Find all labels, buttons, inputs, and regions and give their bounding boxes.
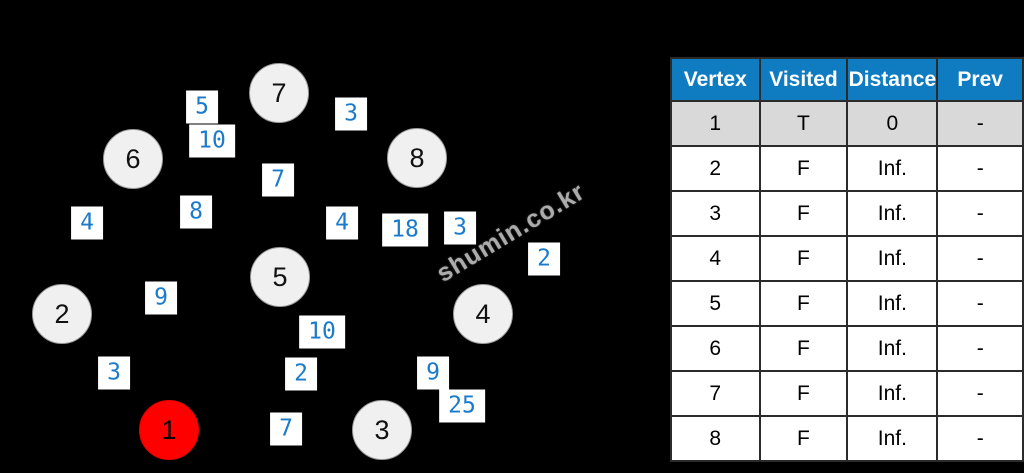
edge-weight-label: 8 (180, 195, 212, 229)
table-row-vertex-2: 2 F Inf. - (670, 145, 1024, 192)
table-row-vertex-8: 8 F Inf. - (670, 415, 1024, 462)
col-header-prev: Prev (936, 57, 1024, 102)
graph-node-4: 4 (453, 284, 513, 344)
cell-prev: - (936, 415, 1024, 462)
cell-vertex: 7 (670, 370, 761, 417)
graph-node-3: 3 (352, 400, 412, 460)
table-row-vertex-7: 7 F Inf. - (670, 370, 1024, 417)
cell-visited: F (758, 325, 849, 372)
cell-prev: - (936, 370, 1024, 417)
edge-weight-label: 3 (98, 356, 130, 390)
cell-distance: 0 (846, 100, 939, 147)
cell-vertex: 8 (670, 415, 761, 462)
cell-visited: F (758, 235, 849, 282)
dijkstra-state-table: Vertex Visited Distance Prev 1 T 0 - 2 F… (670, 57, 1024, 462)
cell-vertex: 2 (670, 145, 761, 192)
cell-distance: Inf. (846, 370, 939, 417)
table-row-vertex-4: 4 F Inf. - (670, 235, 1024, 282)
table-row-vertex-5: 5 F Inf. - (670, 280, 1024, 327)
graph-panel: 5 10 3 7 8 4 4 18 3 2 9 10 3 2 9 25 7 1 … (32, 63, 590, 460)
cell-vertex: 4 (670, 235, 761, 282)
edge-weight-label: 3 (444, 211, 476, 245)
cell-visited: F (758, 415, 849, 462)
cell-vertex: 3 (670, 190, 761, 237)
edge-weight-label: 10 (299, 315, 345, 349)
edge-weight-label: 3 (335, 97, 367, 131)
edge-weight-label: 7 (262, 163, 294, 197)
table-row-vertex-1: 1 T 0 - (670, 100, 1024, 147)
edge-weight-label: 18 (382, 213, 428, 247)
graph-node-8: 8 (387, 128, 447, 188)
edge-weight-label: 5 (186, 90, 218, 124)
table-row-vertex-6: 6 F Inf. - (670, 325, 1024, 372)
table-header-row: Vertex Visited Distance Prev (670, 57, 1024, 102)
graph-node-5: 5 (250, 247, 310, 307)
cell-distance: Inf. (846, 190, 939, 237)
cell-prev: - (936, 280, 1024, 327)
edge-weight-label: 2 (528, 242, 560, 276)
edge-weight-label: 9 (417, 356, 449, 390)
edge-weight-label: 9 (145, 281, 177, 315)
graph-node-2: 2 (32, 284, 92, 344)
table-row-vertex-3: 3 F Inf. - (670, 190, 1024, 237)
cell-vertex: 1 (670, 100, 761, 147)
edge-weight-label: 25 (439, 389, 485, 423)
cell-distance: Inf. (846, 235, 939, 282)
cell-visited: F (758, 145, 849, 192)
graph-node-1-start: 1 (139, 400, 199, 460)
cell-vertex: 5 (670, 280, 761, 327)
cell-prev: - (936, 190, 1024, 237)
col-header-vertex: Vertex (670, 57, 761, 102)
cell-vertex: 6 (670, 325, 761, 372)
graph-node-7: 7 (249, 63, 309, 123)
cell-prev: - (936, 325, 1024, 372)
col-header-visited: Visited (758, 57, 849, 102)
cell-visited: F (758, 280, 849, 327)
cell-visited: F (758, 190, 849, 237)
graph-node-6: 6 (103, 129, 163, 189)
edge-weight-label: 2 (285, 357, 317, 391)
cell-prev: - (936, 145, 1024, 192)
cell-distance: Inf. (846, 325, 939, 372)
edge-weight-label: 4 (326, 206, 358, 240)
cell-visited: F (758, 370, 849, 417)
edge-weight-label: 7 (270, 412, 302, 446)
cell-prev: - (936, 100, 1024, 147)
cell-distance: Inf. (846, 280, 939, 327)
cell-visited: T (758, 100, 849, 147)
edge-weight-label: 4 (71, 206, 103, 240)
cell-prev: - (936, 235, 1024, 282)
cell-distance: Inf. (846, 145, 939, 192)
col-header-distance: Distance (846, 57, 939, 102)
cell-distance: Inf. (846, 415, 939, 462)
edge-weight-label: 10 (189, 124, 235, 158)
